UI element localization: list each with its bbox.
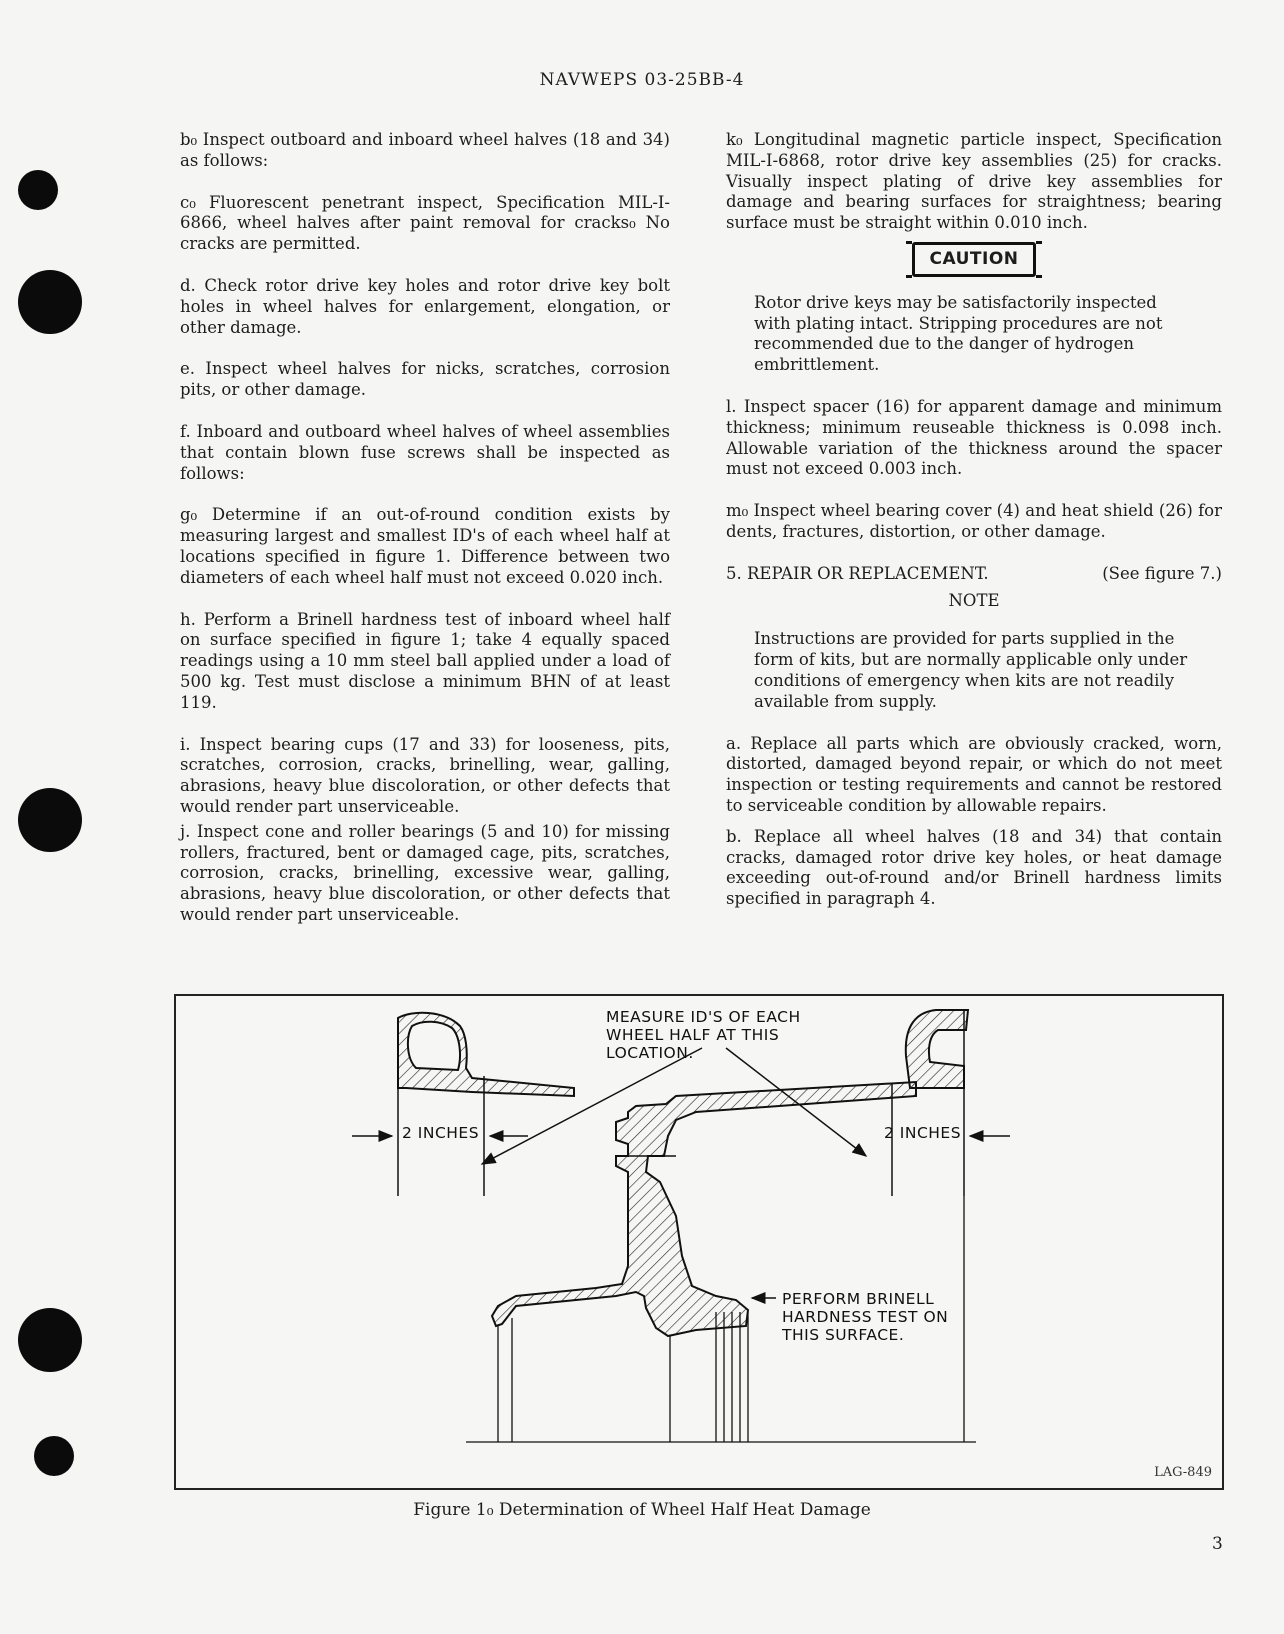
page-number: 3 [1212, 1534, 1223, 1554]
section-heading: 5. REPAIR OR REPLACEMENT. (See figure 7.… [726, 564, 1222, 585]
document-number-header: NAVWEPS 03-25BB-4 [539, 70, 745, 90]
binder-hole-2 [18, 270, 82, 334]
paragraph-i: i. Inspect bearing cups (17 and 33) for … [180, 734, 670, 816]
figure-caption: Figure 1₀ Determination of Wheel Half He… [413, 1500, 871, 1520]
paragraph-b: b₀ Inspect outboard and inboard wheel ha… [180, 130, 670, 170]
note-text: Instructions are provided for parts supp… [754, 629, 1188, 711]
paragraph-repair-a: a. Replace all parts which are obviously… [726, 733, 1222, 815]
left-two-inches-label: 2 INCHES [402, 1124, 480, 1142]
paragraph-m: m₀ Inspect wheel bearing cover (4) and h… [726, 501, 1222, 541]
paragraph-k: k₀ Longitudinal magnetic particle inspec… [726, 130, 1222, 233]
paragraph-g: g₀ Determine if an out-of-round conditio… [180, 505, 670, 587]
caution-text: Rotor drive keys may be satisfactorily i… [754, 292, 1163, 375]
left-flange-section [397, 1011, 575, 1098]
measure-id-label: MEASURE ID'S OF EACH WHEEL HALF AT THIS … [606, 1008, 801, 1062]
drawing-code: LAG-849 [1154, 1465, 1212, 1480]
paragraph-h: h. Perform a Brinell hardness test of in… [180, 609, 670, 712]
paragraph-l: l. Inspect spacer (16) for apparent dama… [726, 396, 1222, 479]
paragraph-d: d. Check rotor drive key holes and rotor… [180, 275, 670, 337]
right-column: k₀ Longitudinal magnetic particle inspec… [726, 130, 1222, 931]
paragraph-c: c₀ Fluorescent penetrant inspect, Specif… [180, 192, 670, 254]
caution-label: CAUTION [906, 240, 1042, 278]
binder-hole-3 [18, 788, 82, 852]
brinell-test-label: PERFORM BRINELL HARDNESS TEST ON THIS SU… [782, 1290, 949, 1344]
wheel-body-section [490, 1080, 917, 1338]
figure-1-box: MEASURE ID'S OF EACH WHEEL HALF AT THIS … [174, 994, 1224, 1490]
binder-hole-1 [18, 170, 58, 210]
paragraph-j: j. Inspect cone and roller bearings (5 a… [180, 821, 670, 924]
binder-hole-5 [34, 1436, 74, 1476]
section-title: 5. REPAIR OR REPLACEMENT. [726, 563, 989, 583]
left-column: b₀ Inspect outboard and inboard wheel ha… [180, 130, 670, 947]
hub-bore-lines [466, 1196, 976, 1443]
paragraph-f: f. Inboard and outboard wheel halves of … [180, 421, 670, 483]
caution-block: CAUTION [726, 240, 1222, 278]
wheel-half-drawing [352, 1009, 1010, 1443]
note-label: NOTE [948, 590, 1000, 610]
binder-hole-4 [18, 1308, 82, 1372]
paragraph-repair-b: b. Replace all wheel halves (18 and 34) … [726, 826, 1222, 909]
paragraph-e: e. Inspect wheel halves for nicks, scrat… [180, 359, 670, 400]
section-reference: (See figure 7.) [1102, 563, 1222, 583]
right-two-inches-label: 2 INCHES [884, 1124, 962, 1142]
